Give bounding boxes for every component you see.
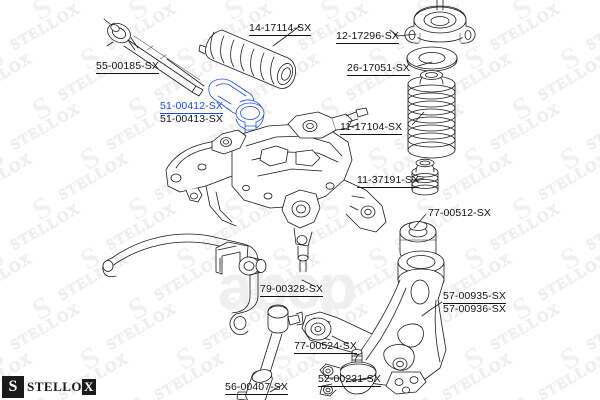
part-label-dust-cover-kit: 11-17104-SX xyxy=(340,121,403,135)
stellox-logo-name-tail: X xyxy=(82,379,96,395)
part-label-control-arm-rear-bush: 77-00512-SX xyxy=(428,207,491,219)
part-label-bump-stop: 11-37191-SX xyxy=(357,174,420,188)
part-steering-boot xyxy=(198,29,296,89)
part-label-tie-rod-end-right: 51-00413-SX xyxy=(160,113,223,125)
part-label-tie-rod-end-left[interactable]: 51-00412-SX xyxy=(160,100,223,114)
part-tie-rod-end xyxy=(208,78,265,147)
stellox-logo-mark: S xyxy=(2,376,24,398)
part-label-steering-boot: 14-17114-SX xyxy=(249,22,312,36)
stellox-logo-name-head: STELLO xyxy=(27,379,83,394)
part-subframe xyxy=(165,107,387,273)
part-label-control-arm-front-bush: 77-00524-SX xyxy=(294,340,357,354)
part-label-strut-bearing: 26-17051-SX xyxy=(347,62,410,76)
part-control-arm xyxy=(301,250,447,395)
part-stabilizer-link xyxy=(236,304,304,400)
leader-lines xyxy=(166,25,443,393)
part-stabilizer-bar xyxy=(102,233,259,336)
part-strut-bearing xyxy=(406,46,458,72)
part-tie-rod-axle-joint xyxy=(103,18,204,97)
stellox-logo-letter: S xyxy=(8,378,18,395)
part-label-ball-joint: 52-00231-SX xyxy=(318,373,381,387)
part-label-stabilizer-link: 56-00407-SX xyxy=(225,381,288,395)
part-label-strut-mount: 12-17296-SX xyxy=(336,30,399,44)
part-label-tie-rod-axle-joint: 55-00185-SX xyxy=(96,60,159,74)
part-label-control-arm-left: 57-00935-SX xyxy=(443,290,506,304)
leader-line-highlight xyxy=(217,95,232,105)
part-label-control-arm-right: 57-00936-SX xyxy=(443,303,506,315)
part-bump-stop xyxy=(411,158,439,196)
part-dust-cover-kit xyxy=(407,70,456,159)
part-label-stabilizer-bush: 79-00328-SX xyxy=(260,283,323,297)
part-strut-mount xyxy=(404,0,476,44)
part-stabilizer-bush xyxy=(215,241,267,276)
